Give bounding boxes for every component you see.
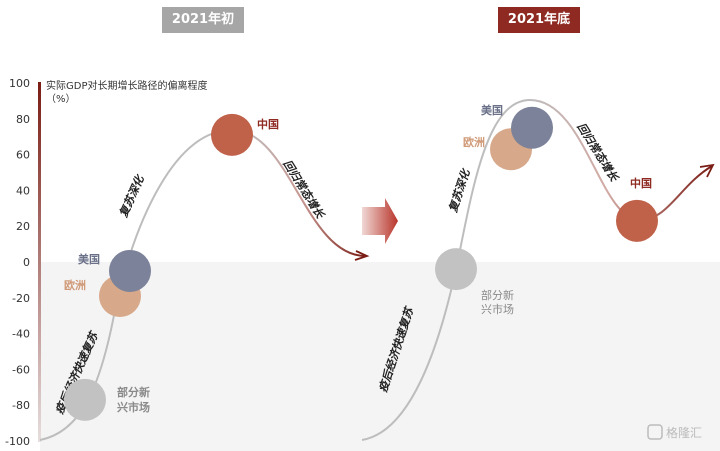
y-tick-label: 40	[16, 184, 30, 197]
y-tick-label: -40	[12, 328, 30, 341]
left-label-emerging-1: 部分新	[117, 385, 150, 399]
negative-zone-background	[40, 262, 720, 451]
transition-arrow	[362, 198, 398, 244]
right-curve-arrowhead	[699, 163, 715, 178]
left-bubble-china	[211, 113, 253, 156]
header-2021-end: 2021年底	[498, 7, 580, 33]
y-tick-label: 60	[16, 149, 30, 162]
header-2021-start: 2021年初	[162, 7, 244, 33]
y-tick-label: 100	[9, 77, 30, 90]
right-bubble-us	[511, 106, 553, 149]
left-phase-deepening: 复苏深化	[116, 172, 147, 220]
y-axis-line	[38, 82, 41, 442]
axis-title-line2: （%）	[46, 93, 76, 105]
y-tick-label: -60	[12, 363, 30, 376]
left-label-china: 中国	[257, 117, 279, 131]
y-tick-label: -80	[12, 399, 30, 412]
left-bubble-emerging-markets	[64, 378, 106, 421]
left-label-emerging-2: 兴市场	[117, 400, 150, 414]
y-tick-label: 80	[16, 113, 30, 126]
right-label-europe: 欧洲	[463, 135, 485, 149]
left-label-us: 美国	[78, 252, 100, 266]
axis-title-line1: 实际GDP对长期增长路径的偏离程度	[46, 79, 207, 92]
y-tick-label: -100	[5, 435, 30, 448]
right-bubble-china	[616, 199, 658, 242]
left-phase-normalization: 回归常态增长	[280, 158, 327, 222]
y-tick-label: 0	[23, 256, 30, 269]
right-label-china: 中国	[630, 176, 652, 190]
y-axis-ticks: 100 80 60 40 20 0 -20 -40 -60 -80 -100	[5, 77, 30, 448]
left-curve-arrowhead	[354, 250, 370, 261]
right-bubble-emerging-markets	[435, 248, 477, 291]
right-label-emerging-2: 兴市场	[481, 302, 514, 316]
watermark: 格隆汇	[647, 424, 702, 440]
right-label-us: 美国	[481, 103, 503, 117]
left-label-europe: 欧洲	[64, 278, 86, 292]
watermark-text: 格隆汇	[666, 425, 702, 440]
y-tick-label: -20	[12, 292, 30, 305]
left-bubble-us	[109, 249, 151, 292]
right-label-emerging-1: 部分新	[481, 288, 514, 302]
watermark-logo-icon	[647, 424, 663, 440]
y-tick-label: 20	[16, 220, 30, 233]
